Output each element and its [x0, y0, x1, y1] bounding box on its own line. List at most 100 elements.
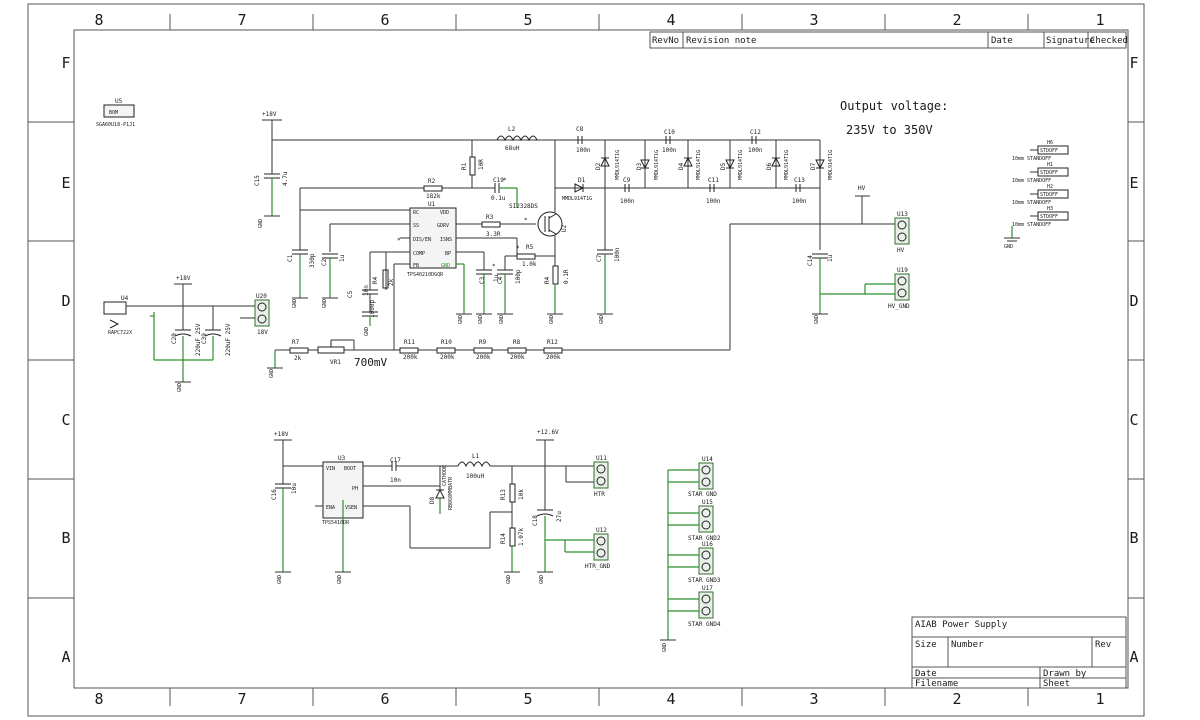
connector-u15 [698, 505, 714, 533]
l1-ref: L1 [472, 453, 480, 460]
c5-value: 10n [363, 285, 370, 296]
l1-value: 100uH [466, 473, 484, 480]
frame-ticks [28, 14, 1144, 706]
c3-ref: C3 [479, 276, 486, 284]
c10-value: 100n [662, 147, 677, 154]
gnd-label: GND [662, 643, 668, 652]
hv-boost-stage: +18V C15 4.7u GND L2 68uH R1 10R R2 182k [254, 111, 895, 378]
connector-u16 [698, 547, 714, 575]
d2-part: MMDL914T1G [615, 150, 621, 180]
c5b-value: 1000p [369, 300, 376, 318]
u1-pin: GND [441, 263, 450, 269]
connector-u12 [593, 533, 609, 561]
title-block-sheet: Sheet [1043, 679, 1070, 689]
rev-header-date: Date [991, 36, 1013, 46]
u15-ref: U15 [702, 499, 713, 506]
u13-label: HV [897, 247, 905, 254]
column-labels-bottom: 8 7 6 5 4 3 2 1 [94, 690, 1104, 708]
gnd-label: GND [549, 315, 555, 324]
c17-value: 10n [390, 477, 401, 484]
r3-ref: R3 [486, 214, 494, 221]
c12-ref: C12 [750, 129, 761, 136]
r9-value: 200k [476, 354, 491, 361]
gnd-label: GND [1004, 244, 1013, 250]
title-block-drawn-by: Drawn by [1043, 669, 1087, 679]
bom-symbol: U5 BOM SGA60U18-P1J1 [96, 98, 135, 128]
input-stage: U4 RAPC722X +18V GND C20 220uF 25V C39 2… [103, 275, 270, 392]
c14-ref: C14 [807, 255, 814, 266]
u12-label: HTR_GND [585, 563, 611, 570]
power-label-12v6: +12.6V [537, 429, 559, 436]
inner-border [73, 29, 1129, 689]
d4-ref: D4 [678, 162, 685, 170]
u15-label: STAR GND2 [688, 535, 721, 542]
r2-value: 182k [426, 193, 441, 200]
r4-value: 0.1R [563, 269, 570, 284]
title-block: AIAB Power Supply Size Number Rev Date D… [911, 616, 1127, 689]
d3-part: MMDL914T1G [654, 150, 660, 180]
u14-label: STAR GND [688, 491, 717, 498]
connector-u19 [894, 273, 910, 301]
gnd-label: GND [364, 327, 370, 336]
standoff-value: 10mm STANDOFF [1012, 178, 1051, 184]
u2-ref: U2 [561, 224, 568, 232]
r5-ref: R5 [526, 244, 534, 251]
row-label: E [61, 174, 70, 192]
c3-value: 1u [493, 274, 500, 282]
trimmer-vr1[interactable] [317, 346, 345, 354]
c1-ref: C1 [287, 254, 294, 262]
power-label-18v: +18V [262, 111, 277, 118]
feedback-voltage-note: 700mV [354, 356, 387, 369]
u19-label: HV_GND [888, 303, 910, 310]
u3-pin: ENA [326, 505, 335, 511]
col-label: 2 [952, 690, 961, 708]
c15-value: 4.7u [282, 171, 289, 186]
u2-mosfet [537, 211, 563, 237]
u1-pin: RC [413, 210, 419, 216]
vr1-ref: VR1 [330, 359, 341, 366]
u2-part: SI2328DS [509, 203, 538, 210]
gnd-label: GND [539, 575, 545, 584]
row-label: C [61, 411, 70, 429]
gnd-label: GND [599, 315, 605, 324]
star-ground-connectors: GND U14 STAR GND U15 STAR GND2 U16 STAR … [660, 456, 721, 652]
c39-value: 220uF 25V [225, 323, 232, 356]
gnd-label: GND [458, 315, 464, 324]
standoff-value: 10mm STANDOFF [1012, 156, 1051, 162]
row-label: B [1129, 529, 1138, 547]
power-label-hv: HV [858, 185, 866, 192]
u20-label: 18V [257, 329, 268, 336]
u1-pin: SS [413, 223, 419, 229]
l2-value: 68uH [505, 145, 520, 152]
gnd-label: GND [269, 369, 275, 378]
c9-ref: C9 [623, 177, 631, 184]
row-label: E [1129, 174, 1138, 192]
r6-value: 2k [388, 278, 395, 286]
rev-header-note: Revision note [686, 36, 756, 46]
r1-value: 10R [478, 159, 485, 170]
standoff-ref: H1 [1047, 162, 1053, 168]
r8-ref: R8 [513, 339, 521, 346]
title-block-filename: Filename [915, 679, 958, 689]
u20-ref: U20 [256, 293, 267, 300]
r14-value: 1.07k [518, 528, 525, 546]
star-mark: * [503, 177, 507, 184]
r9-ref: R9 [479, 339, 487, 346]
u1-controller [409, 207, 457, 269]
power-label-18v-input: +18V [176, 275, 191, 282]
d3-ref: D3 [636, 162, 643, 170]
standoff-label: STDOFF [1040, 170, 1058, 176]
dc-jack-u4 [103, 301, 127, 315]
connector-u14 [698, 462, 714, 490]
connector-u17 [698, 591, 714, 619]
u1-pin: ISNS [440, 237, 452, 243]
r12-value: 200k [546, 354, 561, 361]
u1-pin: BP [445, 251, 451, 257]
col-label: 6 [380, 690, 389, 708]
u3-part: TPS5410DR [322, 520, 350, 526]
col-label: 8 [94, 11, 103, 29]
gnd-label: GND [277, 575, 283, 584]
u17-ref: U17 [702, 585, 713, 592]
gnd-label: GND [322, 299, 328, 308]
heater-stage: +18V C16 10u GND U3 VIN BOOT PH ENA VSEN… [271, 429, 611, 584]
